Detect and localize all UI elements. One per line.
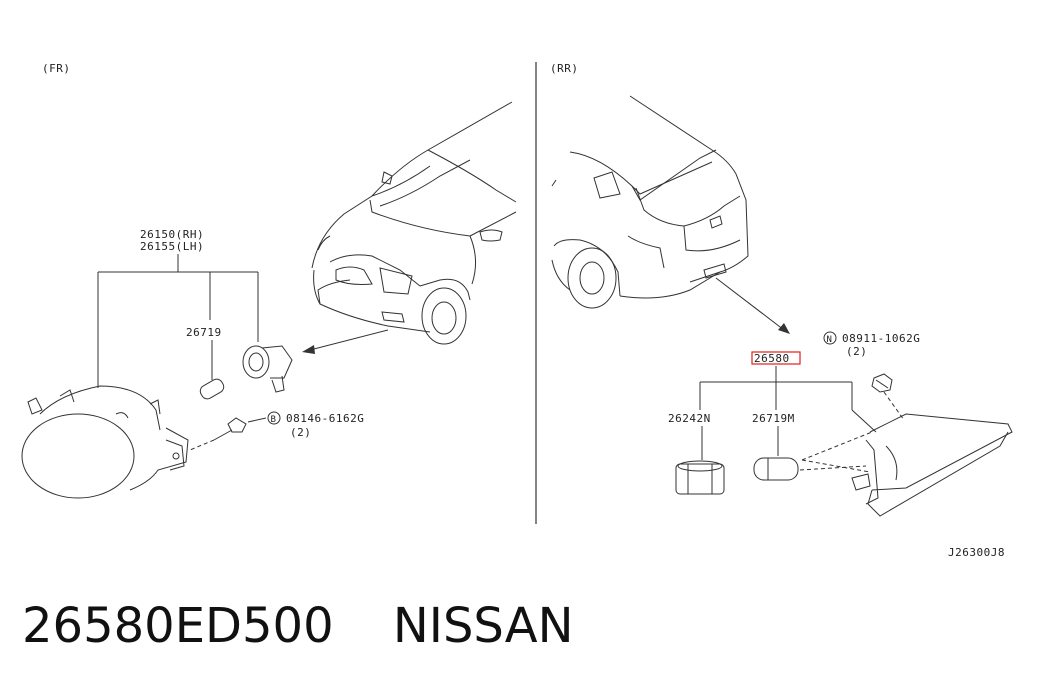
front-car-illustration xyxy=(311,101,517,345)
label-26150-rh: 26150(RH) xyxy=(140,228,204,241)
label-26155-lh: 26155(LH) xyxy=(140,240,204,253)
bolt-code: B xyxy=(271,415,277,425)
label-bolt-qty: (2) xyxy=(290,426,311,439)
label-nut-qty: (2) xyxy=(846,345,867,358)
label-26719: 26719 xyxy=(186,326,222,339)
front-section-label: (FR) xyxy=(42,62,71,75)
nut-code-circle xyxy=(823,331,837,345)
label-08911-1062g: 08911-1062G xyxy=(842,332,920,345)
rear-leader-lines xyxy=(699,366,877,460)
front-bulb xyxy=(199,378,225,400)
fog-lamp-assembly xyxy=(21,385,189,499)
diagram-code: J26300J8 xyxy=(948,546,1005,559)
license-lamp-housing xyxy=(851,413,1013,517)
rear-socket xyxy=(675,460,725,495)
label-26242n: 26242N xyxy=(668,412,711,425)
label-26719m: 26719M xyxy=(752,412,795,425)
assembly-highlight-box xyxy=(751,351,801,365)
label-08146-6162g: 08146-6162G xyxy=(286,412,364,425)
rear-dashed-guides xyxy=(799,391,905,473)
front-leader-lines xyxy=(97,254,259,388)
rear-nut xyxy=(871,373,893,393)
nut-code: N xyxy=(827,335,833,345)
caption-brand: NISSAN xyxy=(392,598,574,654)
rear-pointer-arrow xyxy=(715,277,790,334)
front-bolt xyxy=(189,417,267,451)
front-pointer-arrow xyxy=(302,329,389,354)
caption-part-number: 26580ED500 xyxy=(22,598,334,654)
rear-bulb xyxy=(753,457,799,481)
front-socket xyxy=(242,345,293,393)
label-26580: 26580 xyxy=(754,352,790,365)
rear-car-illustration xyxy=(551,95,749,309)
rear-section-label: (RR) xyxy=(550,62,579,75)
bolt-code-circle xyxy=(267,411,281,425)
part-caption: 26580ED500 NISSAN xyxy=(22,598,574,654)
